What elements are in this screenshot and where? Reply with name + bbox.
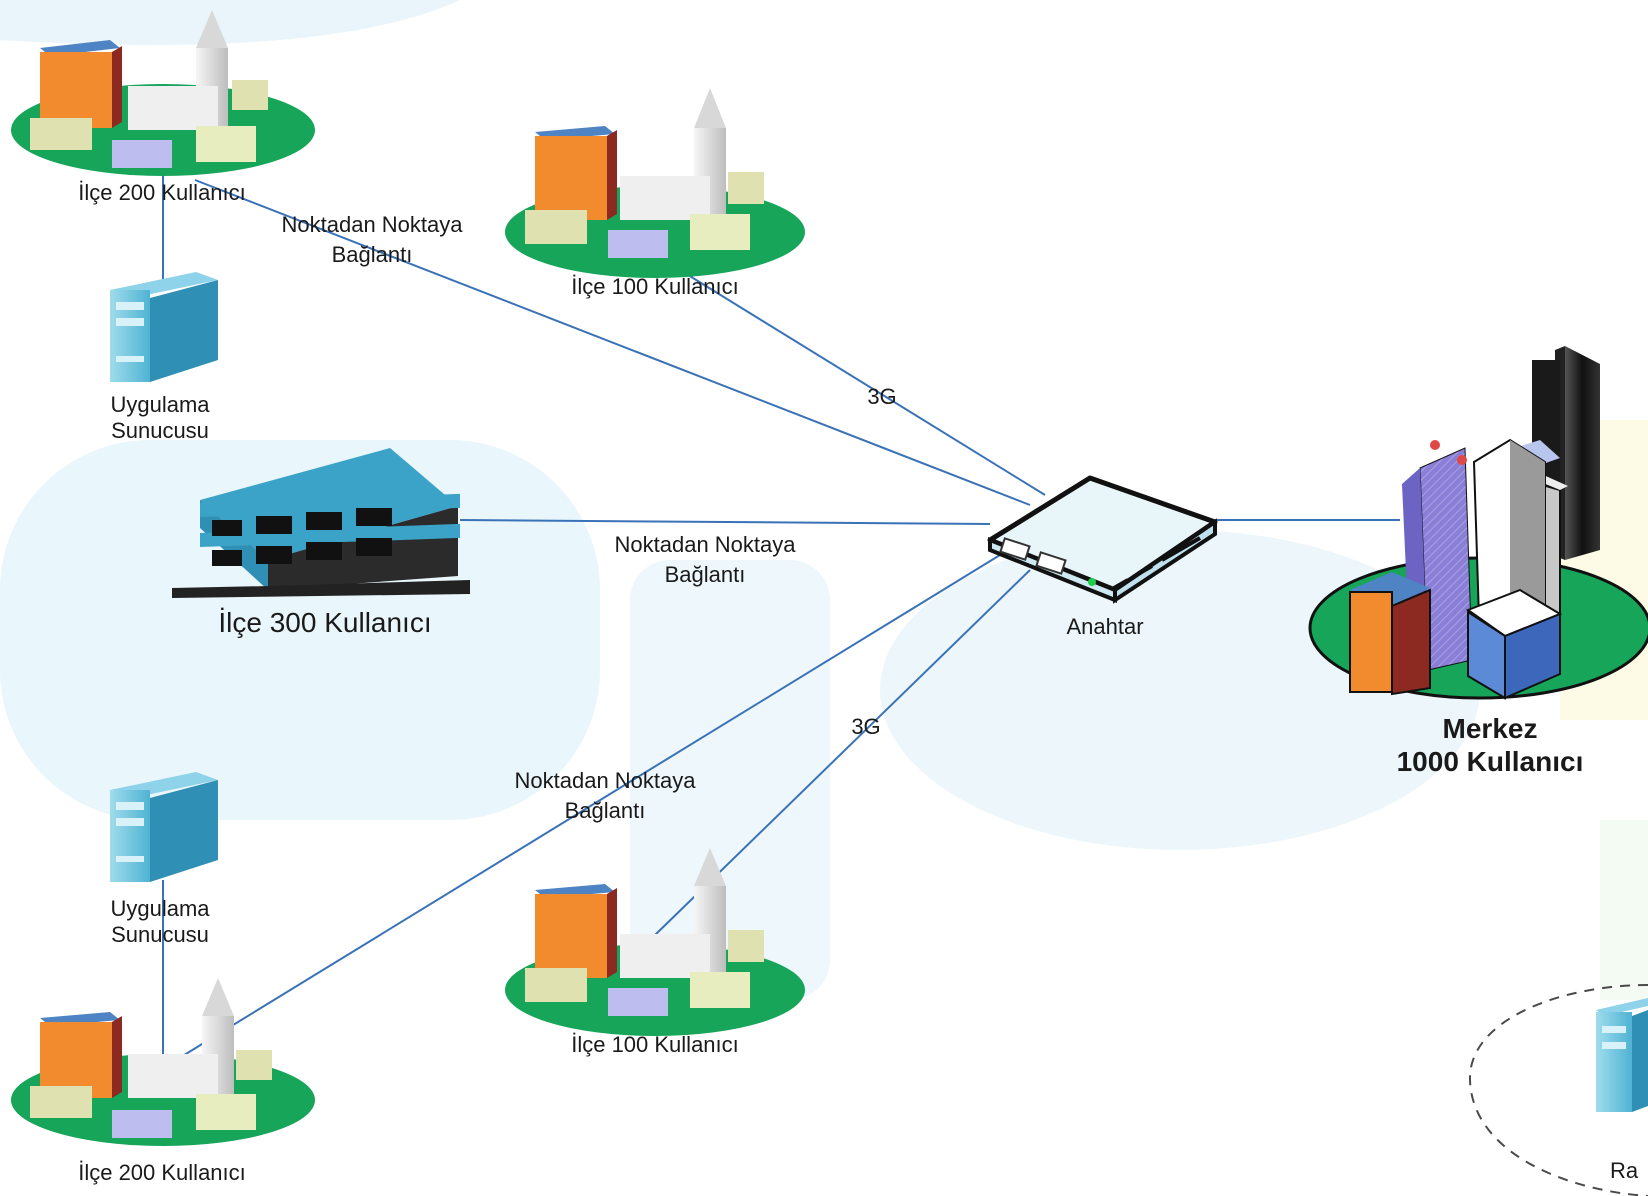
edge-label-ptp-mid-line2: Bağlantı (664, 561, 746, 587)
server-bottom-icon (110, 772, 218, 882)
merkez-buildings-icon (1308, 346, 1648, 700)
merkez-label: Merkez 1000 Kullanıcı (1360, 712, 1620, 778)
link-ilce300-switch (459, 519, 991, 525)
ilce100-top-label: İlçe 100 Kullanıcı (571, 274, 739, 299)
link-ilce100-top-switch (679, 269, 1046, 496)
ilce200-top-buildings-icon (11, 10, 315, 176)
radius-partial-label: Ra (1610, 1158, 1639, 1183)
edge-label-ptp-top-line1: Noktadan Noktaya (281, 212, 463, 237)
link-switch-ilce200-bottom (162, 554, 1001, 1069)
edge-label-3g-bottom: 3G (851, 714, 881, 739)
ilce100-top-buildings-icon (505, 88, 805, 278)
server-top-icon (110, 272, 218, 382)
server-top-label-line2: Sunucusu (111, 417, 209, 443)
server-bottom-label: Uygulama Sunucusu (90, 896, 230, 948)
edge-label-ptp-top-line2: Bağlantı (331, 241, 413, 267)
server-top-label-line1: Uygulama (110, 392, 210, 417)
merkez-label-line2: 1000 Kullanıcı (1396, 746, 1584, 778)
ilce200-bottom-buildings-icon (11, 978, 315, 1146)
server-top-label: Uygulama Sunucusu (90, 392, 230, 444)
edge-label-ptp-mid: Noktadan Noktaya Bağlantı (595, 530, 815, 589)
ilce300-building-icon (172, 448, 470, 598)
edge-label-ptp-top: Noktadan Noktaya Bağlantı (262, 210, 482, 269)
edge-label-ptp-bottom: Noktadan Noktaya Bağlantı (495, 766, 715, 825)
ilce300-label: İlçe 300 Kullanıcı (218, 607, 432, 638)
merkez-label-line1: Merkez (1442, 713, 1538, 744)
edge-label-ptp-bottom-line1: Noktadan Noktaya (514, 768, 696, 793)
edge-label-3g-top: 3G (867, 384, 897, 409)
edge-label-ptp-mid-line1: Noktadan Noktaya (614, 532, 796, 557)
edge-label-ptp-bottom-line2: Bağlantı (564, 797, 646, 823)
ilce200-bottom-label: İlçe 200 Kullanıcı (78, 1160, 246, 1185)
ilce200-top-label: İlçe 200 Kullanıcı (78, 180, 246, 205)
ilce100-bottom-label: İlçe 100 Kullanıcı (571, 1032, 739, 1057)
server-bottom-label-line1: Uygulama (110, 896, 210, 921)
server-bottom-label-line2: Sunucusu (111, 921, 209, 947)
ilce100-bottom-buildings-icon (505, 848, 805, 1036)
link-ilce200-top-switch (194, 179, 1031, 506)
radius-server-partial-icon (1468, 984, 1648, 1196)
switch-label: Anahtar (1066, 614, 1144, 639)
switch-device-icon (987, 475, 1218, 604)
